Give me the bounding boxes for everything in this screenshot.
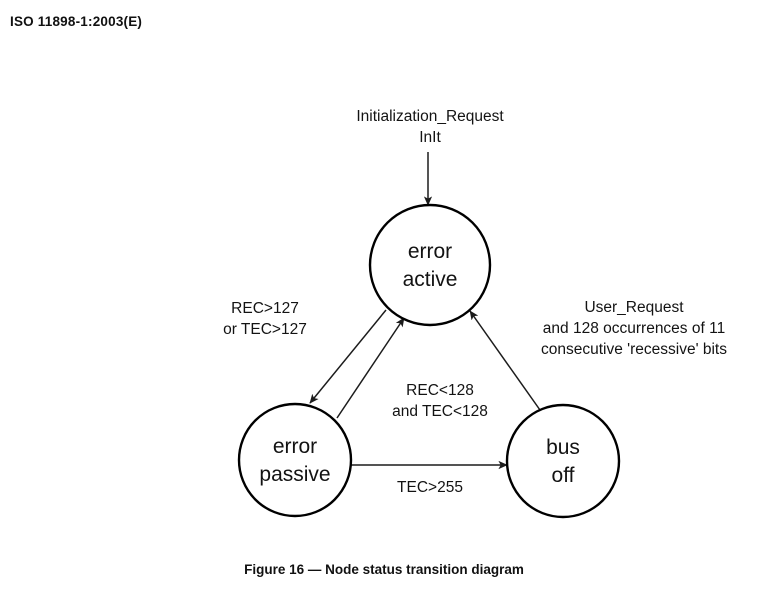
transition-error-passive-to-bus-off: TEC>255 — [351, 460, 508, 496]
figure-caption: Figure 16 — Node status transition diagr… — [244, 562, 524, 577]
transition-init-label-line1: Initialization_Request — [356, 108, 504, 125]
transition-init-label-line2: InIt — [419, 129, 441, 146]
error-passive-label-line2: passive — [259, 463, 330, 486]
transition-error-active-to-error-passive: REC>127 or TEC>127 — [223, 300, 387, 404]
transition-user-request-label-line2: and 128 occurrences of 11 — [543, 320, 725, 337]
state-node-error-passive[interactable]: error passive — [237, 402, 353, 518]
transition-rec128-label-line2: and TEC<128 — [392, 403, 488, 420]
transition-init-to-error-active: Initialization_Request InIt — [356, 108, 504, 206]
transition-rec127-label-line2: or TEC>127 — [223, 321, 307, 338]
transition-user-request-label-line1: User_Request — [584, 299, 684, 316]
state-node-bus-off[interactable]: bus off — [505, 403, 621, 519]
error-active-label-line2: active — [403, 268, 458, 291]
transition-rec128-label-line1: REC<128 — [406, 382, 474, 399]
transition-rec127-arrow — [309, 309, 387, 404]
error-active-circle[interactable] — [368, 203, 492, 327]
node-status-transition-diagram: Initialization_Request InIt REC>127 or T… — [223, 108, 727, 519]
transition-rec128-arrow — [336, 317, 405, 419]
transition-error-passive-to-error-active: REC<128 and TEC<128 — [336, 317, 488, 420]
transition-user-request-label-line3: consecutive 'recessive' bits — [541, 341, 727, 358]
document-header: ISO 11898-1:2003(E) — [10, 14, 143, 29]
error-passive-label-line1: error — [273, 435, 317, 458]
bus-off-circle[interactable] — [505, 403, 621, 519]
error-passive-circle[interactable] — [237, 402, 353, 518]
bus-off-label-line1: bus — [546, 436, 580, 459]
state-node-error-active[interactable]: error active — [368, 203, 492, 327]
transition-tec255-label: TEC>255 — [397, 479, 463, 496]
bus-off-label-line2: off — [552, 464, 575, 487]
transition-rec127-label-line1: REC>127 — [231, 300, 299, 317]
transition-bus-off-to-error-active: User_Request and 128 occurrences of 11 c… — [469, 299, 727, 411]
error-active-label-line1: error — [408, 240, 452, 263]
transition-user-request-arrow — [469, 310, 541, 411]
